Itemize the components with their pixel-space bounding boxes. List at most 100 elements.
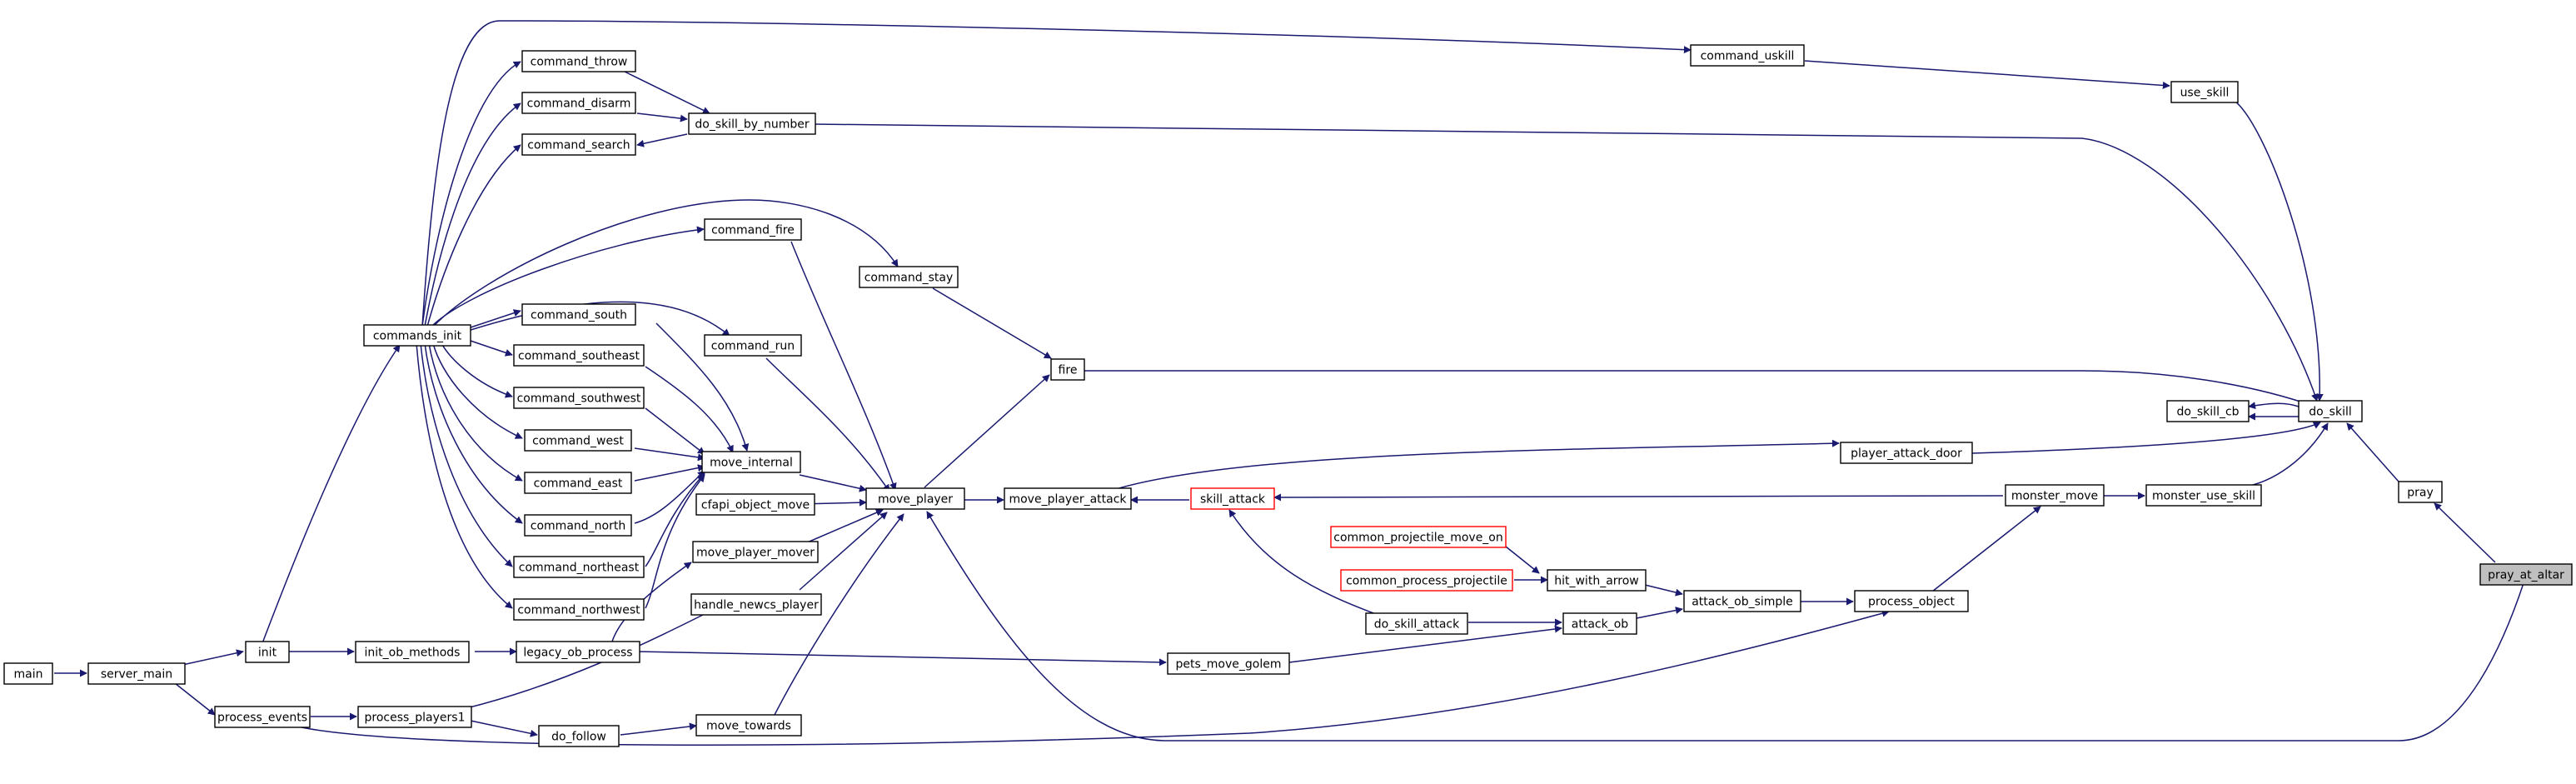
- node-process-players1[interactable]: process_players1: [357, 706, 472, 728]
- node-box[interactable]: [692, 541, 819, 563]
- node-command-southwest[interactable]: command_southwest: [513, 387, 645, 409]
- node-monster-move[interactable]: monster_move: [2005, 484, 2105, 507]
- node-box[interactable]: [513, 344, 645, 367]
- node-box[interactable]: [1365, 612, 1468, 635]
- node-box[interactable]: [704, 334, 802, 357]
- node-skill-attack[interactable]: skill_attack: [1190, 487, 1275, 510]
- node-command-southeast[interactable]: command_southeast: [513, 344, 645, 367]
- node-box[interactable]: [524, 514, 632, 537]
- node-box[interactable]: [1840, 442, 1973, 464]
- node-command-northeast[interactable]: command_northeast: [513, 556, 645, 578]
- node-box[interactable]: [245, 641, 290, 663]
- node-command-uskill[interactable]: command_uskill: [1690, 44, 1805, 67]
- node-command-east[interactable]: command_east: [524, 472, 632, 494]
- node-box[interactable]: [695, 714, 802, 737]
- node-box[interactable]: [2170, 81, 2239, 103]
- node-box[interactable]: [1683, 590, 1801, 612]
- node-server-main[interactable]: server_main: [87, 662, 186, 685]
- node-handle-newcs-player[interactable]: handle_newcs_player: [690, 593, 822, 616]
- node-command-south[interactable]: command_south: [521, 303, 636, 326]
- node-box[interactable]: [688, 112, 816, 135]
- node-command-north[interactable]: command_north: [524, 514, 632, 537]
- node-box[interactable]: [690, 593, 822, 616]
- node-box[interactable]: [2166, 400, 2250, 422]
- node-box[interactable]: [521, 92, 636, 114]
- node-box[interactable]: [214, 706, 311, 728]
- node-do-skill-cb[interactable]: do_skill_cb: [2166, 400, 2250, 422]
- node-do-skill[interactable]: do_skill: [2298, 400, 2363, 422]
- node-box[interactable]: [2298, 400, 2363, 422]
- node-box[interactable]: [357, 706, 472, 728]
- node-box[interactable]: [538, 725, 620, 747]
- node-do-skill-attack[interactable]: do_skill_attack: [1365, 612, 1468, 635]
- node-use-skill[interactable]: use_skill: [2170, 81, 2239, 103]
- node-command-fire[interactable]: command_fire: [704, 218, 802, 241]
- node-box[interactable]: [521, 50, 636, 72]
- node-box[interactable]: [513, 387, 645, 409]
- node-box[interactable]: [513, 598, 645, 621]
- node-move-player-attack[interactable]: move_player_attack: [1004, 487, 1132, 510]
- node-box[interactable]: [704, 218, 802, 241]
- node-command-northwest[interactable]: command_northwest: [513, 598, 645, 621]
- node-box[interactable]: [2479, 563, 2573, 586]
- node-box[interactable]: [1190, 487, 1275, 510]
- node-box[interactable]: [524, 472, 632, 494]
- node-attack-ob[interactable]: attack_ob: [1562, 612, 1637, 635]
- node-box[interactable]: [2145, 484, 2262, 507]
- node-box[interactable]: [521, 303, 636, 326]
- node-init-ob-methods[interactable]: init_ob_methods: [355, 641, 470, 663]
- node-command-run[interactable]: command_run: [704, 334, 802, 357]
- node-box[interactable]: [3, 662, 53, 685]
- node-legacy-ob-process[interactable]: legacy_ob_process: [516, 641, 640, 663]
- node-move-player-mover[interactable]: move_player_mover: [692, 541, 819, 563]
- node-common-process-projectile[interactable]: common_process_projectile: [1340, 569, 1513, 592]
- node-command-west[interactable]: command_west: [524, 429, 632, 452]
- node-box[interactable]: [521, 133, 636, 156]
- node-box[interactable]: [87, 662, 186, 685]
- node-attack-ob-simple[interactable]: attack_ob_simple: [1683, 590, 1801, 612]
- node-pray-at-altar[interactable]: pray_at_altar: [2479, 563, 2573, 586]
- node-box[interactable]: [1330, 526, 1507, 548]
- node-box[interactable]: [363, 324, 471, 347]
- node-box[interactable]: [2398, 481, 2443, 503]
- node-box[interactable]: [701, 451, 801, 473]
- node-cfapi-object-move[interactable]: cfapi_object_move: [695, 493, 815, 516]
- node-box[interactable]: [695, 493, 815, 516]
- node-init[interactable]: init: [245, 641, 290, 663]
- node-pray[interactable]: pray: [2398, 481, 2443, 503]
- node-box[interactable]: [1854, 590, 1969, 612]
- node-common-projectile-move-on[interactable]: common_projectile_move_on: [1330, 526, 1507, 548]
- node-box[interactable]: [865, 487, 965, 510]
- node-box[interactable]: [1050, 358, 1085, 381]
- node-box[interactable]: [524, 429, 632, 452]
- node-box[interactable]: [1690, 44, 1805, 67]
- node-move-internal[interactable]: move_internal: [701, 451, 801, 473]
- node-box[interactable]: [1004, 487, 1132, 510]
- node-box[interactable]: [516, 641, 640, 663]
- node-process-events[interactable]: process_events: [214, 706, 311, 728]
- node-commands-init[interactable]: commands_init: [363, 324, 471, 347]
- node-player-attack-door[interactable]: player_attack_door: [1840, 442, 1973, 464]
- node-pets-move-golem[interactable]: pets_move_golem: [1167, 652, 1290, 675]
- node-move-towards[interactable]: move_towards: [695, 714, 802, 737]
- node-command-throw[interactable]: command_throw: [521, 50, 636, 72]
- node-box[interactable]: [1562, 612, 1637, 635]
- node-move-player[interactable]: move_player: [865, 487, 965, 510]
- node-command-disarm[interactable]: command_disarm: [521, 92, 636, 114]
- node-do-follow[interactable]: do_follow: [538, 725, 620, 747]
- node-do-skill-by-number[interactable]: do_skill_by_number: [688, 112, 816, 135]
- node-hit-with-arrow[interactable]: hit_with_arrow: [1547, 569, 1647, 592]
- node-fire[interactable]: fire: [1050, 358, 1085, 381]
- node-main[interactable]: main: [3, 662, 53, 685]
- node-command-stay[interactable]: command_stay: [859, 266, 959, 288]
- node-box[interactable]: [859, 266, 959, 288]
- node-box[interactable]: [2005, 484, 2105, 507]
- node-process-object[interactable]: process_object: [1854, 590, 1969, 612]
- node-box[interactable]: [1547, 569, 1647, 592]
- node-box[interactable]: [355, 641, 470, 663]
- node-box[interactable]: [1167, 652, 1290, 675]
- node-box[interactable]: [513, 556, 645, 578]
- node-monster-use-skill[interactable]: monster_use_skill: [2145, 484, 2262, 507]
- node-box[interactable]: [1340, 569, 1513, 592]
- node-command-search[interactable]: command_search: [521, 133, 636, 156]
